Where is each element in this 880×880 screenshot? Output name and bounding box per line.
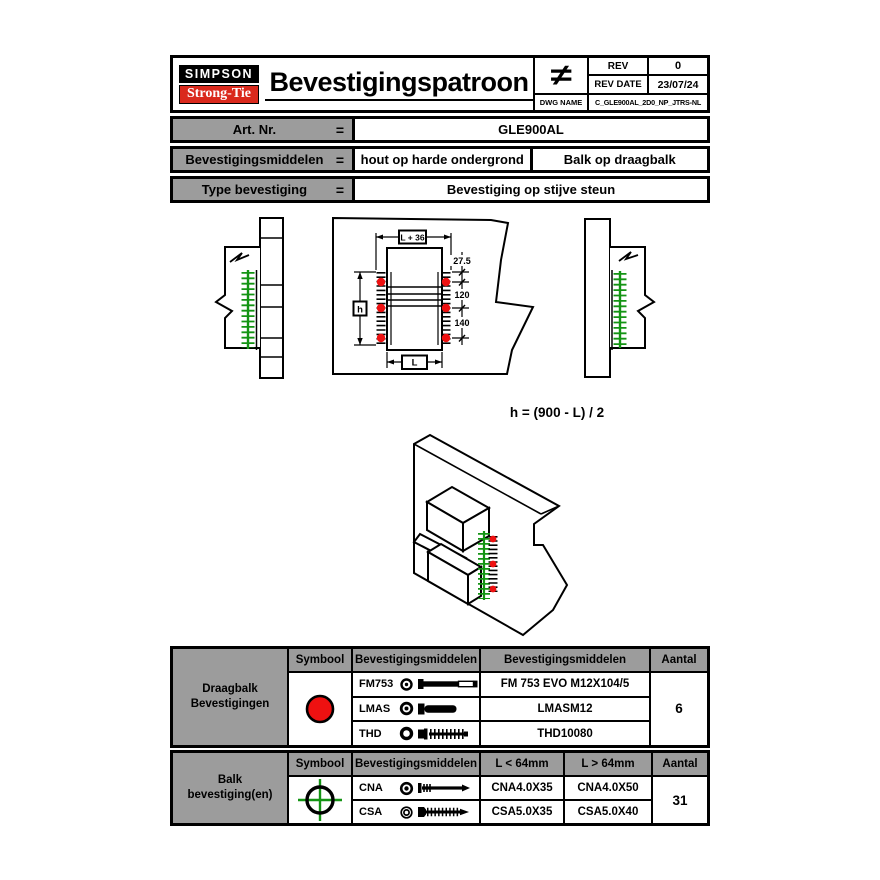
info-label: Bevestigingsmiddelen = [173, 149, 355, 170]
fastener-row-thd: THD [353, 722, 479, 745]
nail-head-icon [399, 781, 414, 795]
dim-right-label-2: 120 [454, 290, 469, 300]
fastener-row-csa: CSA [353, 801, 479, 823]
dim-bottom-label: L [412, 358, 418, 369]
fastener-short-value: CNA4.0X35 [481, 777, 563, 799]
rev-date-value: 23/07/24 [649, 76, 707, 93]
dwg-name-value: C_GLE900AL_2D0_NP_JTRS-NL [589, 95, 707, 110]
screw-anchor-icon [418, 728, 468, 740]
balk-aantal-value: 31 [653, 777, 707, 823]
technical-drawing: L + 36 27.5 120 140 h L h = (900 - L) / … [214, 216, 656, 637]
draagbalk-aantal-value: 6 [651, 673, 707, 745]
column-header-aantal: Aantal [651, 649, 707, 671]
nail-icon [418, 783, 470, 793]
isometric-fastener-rows [478, 531, 498, 600]
draagbalk-fasteners-table: Draagbalk Bevestigingen Symbool Bevestig… [170, 646, 710, 748]
dimension-bottom [386, 352, 443, 370]
fastener-long-value: CSA5.0X40 [565, 801, 651, 823]
projection-symbol-icon: ≠ [535, 58, 587, 93]
fastener-value: LMASM12 [481, 697, 649, 721]
dim-left-label: h [357, 305, 363, 316]
washer-icon [400, 678, 413, 691]
fastener-long-value: CNA4.0X50 [565, 777, 651, 799]
fastener-row-left-green [241, 270, 258, 350]
bolt-icon [418, 703, 457, 715]
screw-icon [418, 807, 469, 817]
balk-fasteners-table: Balk bevestiging(en) Symbool Bevestiging… [170, 750, 710, 826]
equals-sign: = [335, 151, 344, 168]
logo-simpson-text: SIMPSON [179, 64, 259, 83]
equals-sign: = [335, 121, 344, 138]
bolt-icon [418, 679, 478, 690]
column-header-bevestigingsmiddelen: Bevestigingsmiddelen [353, 649, 479, 671]
isometric-bolt-dots [489, 535, 497, 593]
fastener-value: FM 753 EVO M12X104/5 [481, 673, 649, 696]
info-label: Art. Nr. = [173, 119, 355, 140]
fastener-plates-front [376, 272, 451, 345]
fastener-row-fm753: FM753 [353, 673, 479, 696]
bolt-position-dots [376, 277, 451, 343]
info-row-bevestigingsmiddelen: Bevestigingsmiddelen = hout op harde ond… [170, 146, 710, 173]
red-circle-icon [305, 694, 335, 724]
front-view [332, 216, 535, 375]
dim-right-label-1: 27.5 [453, 256, 471, 266]
title-block: SIMPSON Strong-Tie Bevestigingspatroon ≠… [170, 55, 710, 113]
bevestigingsmiddelen-value-2: Balk op draagbalk [529, 149, 708, 170]
fastener-short-value: CSA5.0X35 [481, 801, 563, 823]
page-title: Bevestigingspatroon [265, 67, 533, 101]
height-formula: h = (900 - L) / 2 [510, 405, 604, 420]
bevestigingsmiddelen-value-1: hout op harde ondergrond [360, 152, 524, 167]
side-view-left [214, 217, 284, 379]
artnr-value: GLE900AL [498, 122, 564, 137]
equals-sign: = [335, 181, 344, 198]
document-title-cell: Bevestigingspatroon [265, 58, 533, 110]
info-row-artnr: Art. Nr. = GLE900AL [170, 116, 710, 143]
fastener-row-right-green [611, 270, 627, 350]
dim-top-label: L + 36 [400, 233, 424, 243]
technical-drawing-area: L + 36 27.5 120 140 h L h = (900 - L) / … [170, 200, 710, 646]
column-header-bevestigingsmiddelen-2: Bevestigingsmiddelen [481, 649, 649, 671]
column-header-aantal: Aantal [653, 753, 707, 775]
dimension-left [352, 271, 376, 346]
column-header-l-kleiner-64: L < 64mm [481, 753, 563, 775]
crosshair-icon [298, 779, 342, 821]
isometric-view [412, 433, 569, 637]
dwg-name-label: DWG NAME [535, 95, 587, 110]
draagbalk-symbol-cell [289, 673, 351, 745]
column-header-bevestigingsmiddelen: Bevestigingsmiddelen [353, 753, 479, 775]
revision-block: ≠ REV 0 REV DATE 23/07/24 DWG NAME C_GLE… [533, 58, 707, 110]
column-header-symbool: Symbool [289, 753, 351, 775]
column-header-l-groter-64: L > 64mm [565, 753, 651, 775]
dim-right-label-3: 140 [454, 318, 469, 328]
rev-value: 0 [649, 58, 707, 74]
dimension-chain-right [450, 252, 474, 345]
screw-head-icon [400, 805, 413, 819]
simpson-strongtie-logo: SIMPSON Strong-Tie [173, 58, 265, 110]
fastener-value: THD10080 [481, 722, 649, 745]
washer-icon [399, 702, 414, 716]
table-row-label-draagbalk: Draagbalk Bevestigingen [173, 649, 287, 745]
fastener-row-cna: CNA [353, 777, 479, 799]
rev-date-label: REV DATE [589, 76, 647, 93]
type-bevestiging-value: Bevestiging op stijve steun [446, 182, 616, 197]
balk-symbol-cell [289, 777, 351, 823]
rev-label: REV [589, 58, 647, 74]
washer-icon [399, 726, 414, 741]
fastener-row-lmas: LMAS [353, 697, 479, 721]
table-row-label-balk: Balk bevestiging(en) [173, 753, 287, 823]
info-row-type-bevestiging: Type bevestiging = Bevestiging op stijve… [170, 176, 710, 203]
info-label: Type bevestiging = [173, 179, 355, 200]
column-header-symbool: Symbool [289, 649, 351, 671]
logo-strongtie-text: Strong-Tie [179, 84, 259, 104]
